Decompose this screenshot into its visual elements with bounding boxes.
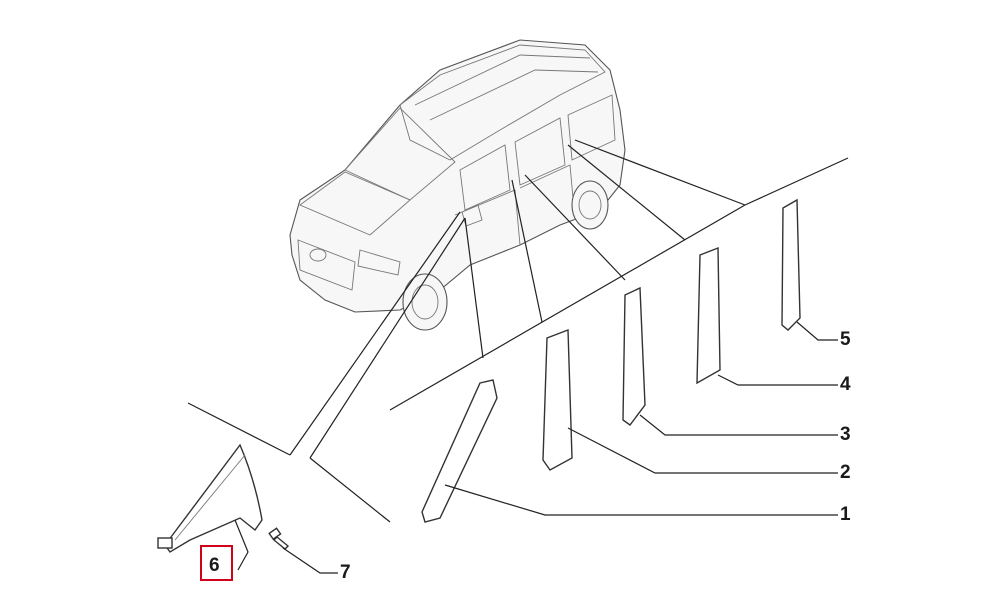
callout-1: 1	[840, 504, 851, 525]
callout-leaders	[234, 321, 838, 574]
part-3-c-pillar-trim	[622, 286, 646, 426]
leader-lines	[187, 139, 849, 523]
callout-4: 4	[840, 374, 851, 395]
part-4-d-pillar-trim	[696, 246, 721, 385]
callout-5: 5	[840, 329, 851, 350]
callout-6-highlight-box	[200, 545, 233, 581]
vehicle-illustration	[289, 39, 626, 331]
callout-7: 7	[340, 562, 351, 583]
callout-2: 2	[840, 462, 851, 483]
part-2-b-pillar-trim	[542, 328, 573, 471]
part-1-a-pillar-trim	[421, 379, 498, 523]
callout-6: 6	[209, 555, 220, 576]
part-7-screw	[268, 527, 290, 550]
callout-3: 3	[840, 424, 851, 445]
part-5-rear-pillar-trim	[781, 198, 801, 331]
part-6-trim-panel	[157, 443, 263, 553]
